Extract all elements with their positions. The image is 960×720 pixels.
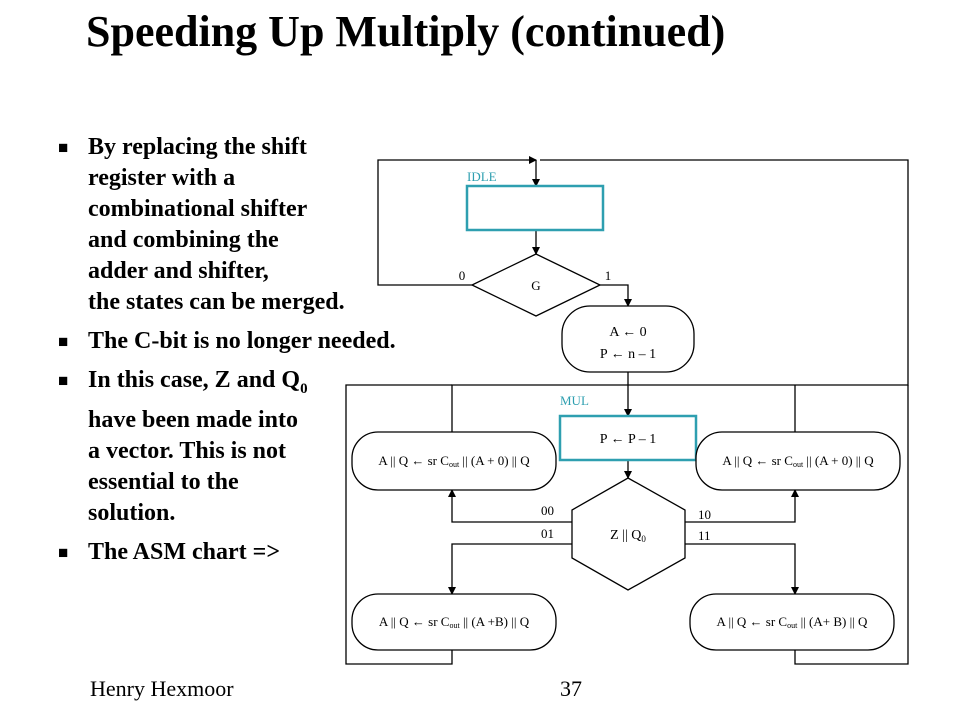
- output-box-00-text: A || Q ← sr Cout || (A + 0) || Q: [378, 453, 530, 469]
- init-p-text: P ← n – 1: [600, 347, 656, 362]
- square-bullet-icon: ■: [58, 138, 69, 157]
- box-10-post: || (A + 0) || Q: [803, 453, 874, 468]
- box-10-pre: A || Q ← sr C: [722, 453, 793, 468]
- box-00-pre: A || Q ← sr C: [378, 453, 449, 468]
- output-box-01: [351, 593, 557, 651]
- mul-state-box: [558, 414, 698, 462]
- output-box-10: [695, 431, 901, 491]
- output-box-01-text: A || Q ← sr Cout || (A +B) || Q: [379, 614, 530, 630]
- bullet-item: ■ The C-bit is no longer needed.: [58, 326, 458, 357]
- output-box-11-text: A || Q ← sr Cout || (A+ B) || Q: [717, 614, 869, 630]
- zq-sub-text: 0: [641, 534, 646, 544]
- edge-01-label: 01: [541, 526, 554, 541]
- box-01-pre: A || Q ← sr C: [379, 614, 450, 629]
- bullet-line: The C-bit is no longer needed.: [88, 328, 396, 354]
- idle-state-box: [465, 184, 605, 232]
- box-00-post: || (A + 0) || Q: [459, 453, 530, 468]
- box-01-sub: out: [449, 621, 460, 630]
- square-bullet-icon: ■: [58, 542, 69, 562]
- g-one-label: 1: [605, 268, 612, 283]
- bullet-list: ■ By replacing the shift register with a…: [58, 132, 458, 576]
- g-zero-loop-line: [377, 159, 526, 286]
- g-zero-label: 0: [459, 268, 466, 283]
- bullet-line: By replacing the shift: [88, 134, 307, 160]
- idle-state-label: IDLE: [467, 169, 497, 184]
- zq-text: Z || Q: [610, 528, 641, 543]
- bullet-line: adder and shifter,: [88, 258, 269, 284]
- bullet-line: combinational shifter: [88, 196, 308, 222]
- box-11-post: || (A+ B) || Q: [797, 614, 868, 629]
- bullet-line: register with a: [88, 165, 236, 191]
- mul-p-text: P ← P – 1: [600, 432, 657, 447]
- init-a-text: A ← 0: [609, 325, 646, 340]
- box-10-sub: out: [793, 460, 804, 469]
- slide-title: Speeding Up Multiply (continued): [86, 7, 726, 56]
- branch-00-arrow: [448, 489, 572, 523]
- branch-10-arrow: [685, 489, 799, 523]
- edge-00-label: 00: [541, 503, 554, 518]
- bottom-left-return-line: [345, 384, 453, 665]
- branch-01-arrow: [448, 543, 572, 595]
- g-decision-label: G: [531, 278, 540, 293]
- square-bullet-icon: ■: [58, 371, 69, 390]
- footer-author: Henry Hexmoor: [90, 676, 234, 701]
- edge-10-label: 10: [698, 507, 711, 522]
- bullet-line: In this case, Z and Q0: [88, 365, 458, 405]
- bullet-item: ■ By replacing the shift register with a…: [58, 132, 458, 318]
- mul-state-label: MUL: [560, 393, 589, 408]
- bullet-line: have been made into: [88, 406, 298, 433]
- bullet-text: In this case, Z and Q: [88, 367, 301, 393]
- bullet-line: and combining the: [88, 227, 279, 253]
- zq-decision-hexagon: [571, 477, 686, 591]
- subscript-text: 0: [300, 380, 308, 397]
- box-11-sub: out: [787, 621, 798, 630]
- square-bullet-icon: ■: [58, 332, 69, 351]
- box-00-sub: out: [449, 460, 460, 469]
- branch-11-arrow: [685, 543, 799, 595]
- bullet-item: ■ In this case, Z and Q0 have been made …: [58, 365, 458, 529]
- edge-11-label: 11: [698, 528, 711, 543]
- box-01-post: || (A +B) || Q: [460, 614, 530, 629]
- g-decision-diamond: [470, 253, 602, 317]
- bullet-item: ■ The ASM chart =>: [58, 537, 458, 568]
- bullet-line: solution.: [88, 499, 176, 526]
- bullet-line: essential to the: [88, 468, 239, 495]
- g-one-arrow: [600, 284, 632, 307]
- output-box-00: [351, 431, 557, 491]
- bullet-line: the states can be merged.: [88, 289, 345, 315]
- bullet-line: a vector. This is not: [88, 437, 287, 464]
- bottom-right-return-line: [794, 385, 909, 665]
- box-11-pre: A || Q ← sr C: [717, 614, 788, 629]
- zq-decision-label: Z || Q0: [610, 528, 646, 544]
- output-box-10-text: A || Q ← sr Cout || (A + 0) || Q: [722, 453, 874, 469]
- output-box-11: [689, 593, 895, 651]
- init-output-box: [561, 305, 695, 373]
- bullet-line: The ASM chart =>: [88, 538, 281, 565]
- page-number: 37: [560, 676, 582, 701]
